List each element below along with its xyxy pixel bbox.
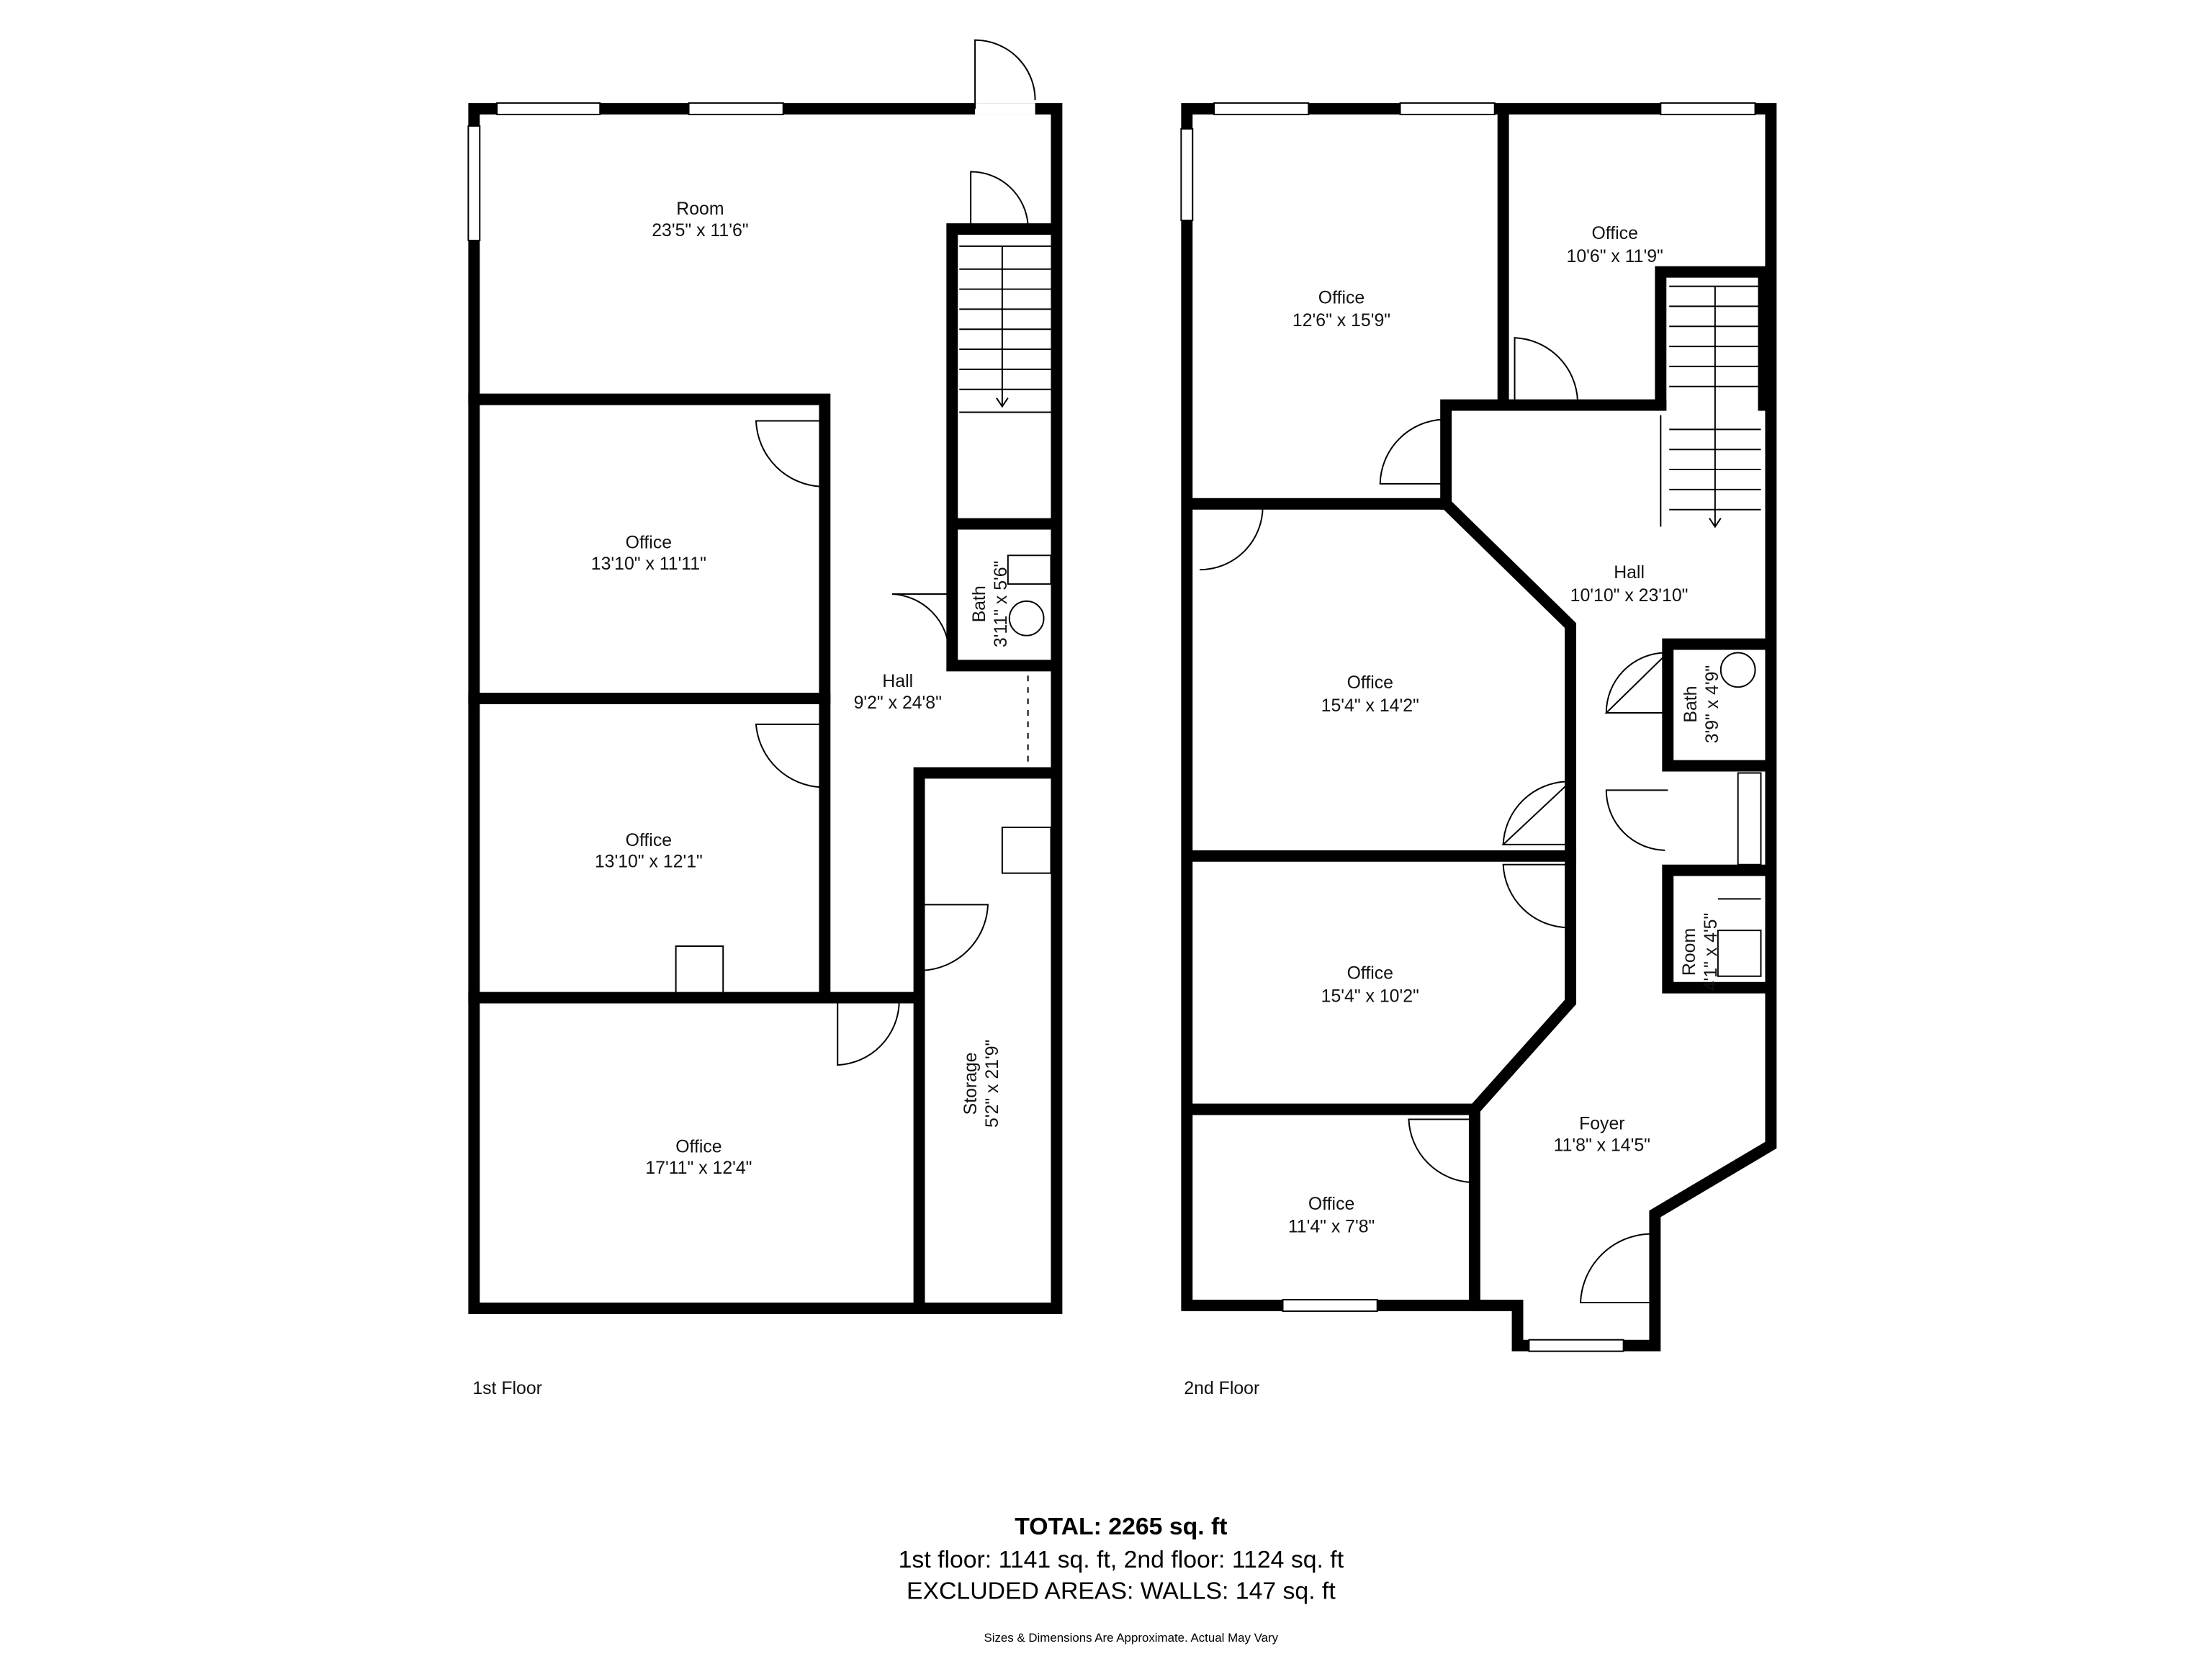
room-label: Storage bbox=[961, 1052, 981, 1115]
interior-walls bbox=[1187, 109, 1770, 1311]
room-dimensions: 17'11" x 12'4" bbox=[645, 1159, 752, 1178]
room-dimensions: 15'4" x 14'2" bbox=[1321, 696, 1419, 716]
disclaimer: Sizes & Dimensions Are Approximate. Actu… bbox=[984, 1631, 1278, 1645]
room-dimensions: 10'10" x 23'10" bbox=[1570, 586, 1689, 606]
room-label: Office bbox=[1592, 224, 1638, 243]
room-label: Office bbox=[626, 533, 672, 552]
floor-breakdown: 1st floor: 1141 sq. ft, 2nd floor: 1124 … bbox=[899, 1546, 1344, 1573]
room-dimensions: 5'2" x 21'9" bbox=[983, 1040, 1002, 1128]
room-dimensions: 13'10" x 11'11" bbox=[591, 554, 706, 574]
interior-walls bbox=[468, 223, 1058, 1314]
window bbox=[1282, 1299, 1378, 1312]
room-label: Bath bbox=[970, 585, 989, 622]
total-area: TOTAL: 2265 sq. ft bbox=[1015, 1513, 1227, 1540]
room-label: Office bbox=[626, 831, 672, 850]
door[interactable] bbox=[974, 39, 1036, 109]
room-label: Room bbox=[676, 199, 724, 219]
room-label: Room bbox=[1680, 928, 1699, 976]
second-floor-plan: Office 12'6" x 15'9" Office 10'6" x 11'9… bbox=[1180, 102, 1777, 1398]
floor-label: 1st Floor bbox=[472, 1379, 542, 1398]
doors[interactable] bbox=[675, 171, 1052, 1066]
window bbox=[467, 125, 481, 241]
window bbox=[496, 102, 601, 116]
room-dimensions: 11'4" x 7'8" bbox=[1288, 1218, 1375, 1237]
window bbox=[1213, 102, 1310, 116]
stairs bbox=[1660, 285, 1761, 529]
room-dimensions: 12'6" x 15'9" bbox=[1292, 311, 1390, 331]
room-label: Office bbox=[1318, 288, 1364, 307]
room-dimensions: 3'9" x 4'9" bbox=[1703, 665, 1722, 744]
room-dimensions: 3'11" x 5'6" bbox=[992, 561, 1011, 648]
window bbox=[1180, 127, 1194, 222]
excluded-areas: EXCLUDED AREAS: WALLS: 147 sq. ft bbox=[907, 1578, 1336, 1605]
room-label: Office bbox=[1308, 1195, 1354, 1214]
window bbox=[688, 102, 784, 116]
room-label: Hall bbox=[882, 672, 913, 691]
window bbox=[1660, 102, 1756, 116]
door-opening bbox=[975, 103, 1035, 115]
floor-label: 2nd Floor bbox=[1184, 1379, 1259, 1398]
room-dimensions: 23'5" x 11'6" bbox=[652, 221, 748, 240]
room-label: Hall bbox=[1614, 563, 1645, 583]
stairs bbox=[959, 245, 1051, 413]
window bbox=[1528, 1339, 1624, 1352]
first-floor-plan: Room 23'5" x 11'6" Office 13'10" x 11'11… bbox=[467, 39, 1063, 1398]
doors[interactable] bbox=[1200, 337, 1762, 1304]
room-label: Bath bbox=[1681, 686, 1701, 723]
room-dimensions: 15'4" x 10'2" bbox=[1321, 987, 1419, 1007]
room-dimensions: 10'6" x 11'9" bbox=[1567, 247, 1663, 266]
room-label: Office bbox=[1347, 673, 1393, 693]
room-label: Foyer bbox=[1579, 1114, 1624, 1133]
room-dimensions: 13'10" x 12'1" bbox=[595, 853, 703, 872]
room-dimensions: 11'8" x 14'5" bbox=[1554, 1136, 1650, 1155]
area-summary: TOTAL: 2265 sq. ft 1st floor: 1141 sq. f… bbox=[899, 1513, 1344, 1645]
room-label: Office bbox=[1347, 964, 1393, 984]
room-dimensions: 9'2" x 24'8" bbox=[854, 693, 942, 713]
room-label: Office bbox=[675, 1137, 721, 1156]
window bbox=[1399, 102, 1496, 116]
room-dimensions: 4'1" x 4'5" bbox=[1701, 913, 1721, 992]
